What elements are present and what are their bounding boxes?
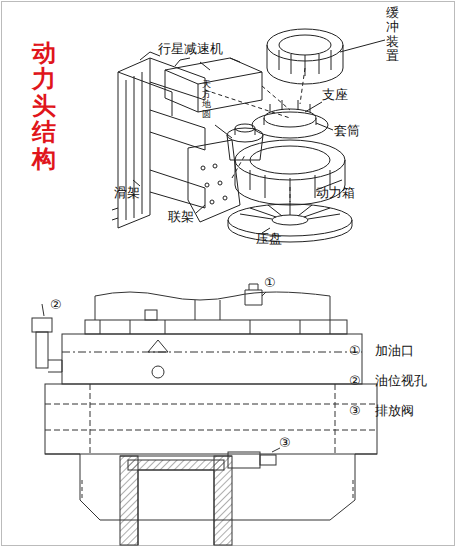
part-name: 缓冲装置 <box>386 6 399 63</box>
part-name: 行星减速机 <box>158 42 223 57</box>
legend-number: ③ <box>349 404 361 419</box>
legend-text: 油位视孔 <box>375 374 427 389</box>
callout-number: ② <box>50 298 62 313</box>
legend-text: 排放阀 <box>375 404 414 419</box>
callout-number: ① <box>264 276 276 291</box>
callout-number: ③ <box>279 436 291 451</box>
part-name: 动力箱 <box>316 186 355 201</box>
legend-number: ① <box>349 344 361 359</box>
title: 动力头结构 <box>32 40 56 172</box>
part-name: 滑架 <box>114 186 140 201</box>
part-name: 压盘 <box>256 232 282 247</box>
part-name: 支座 <box>322 88 348 103</box>
part-name: 套筒 <box>334 124 360 139</box>
legend-text: 加油口 <box>375 344 414 359</box>
part-name: 联架 <box>168 210 194 225</box>
legend-number: ② <box>349 374 361 389</box>
part-name: 天方地圆 <box>202 80 211 120</box>
